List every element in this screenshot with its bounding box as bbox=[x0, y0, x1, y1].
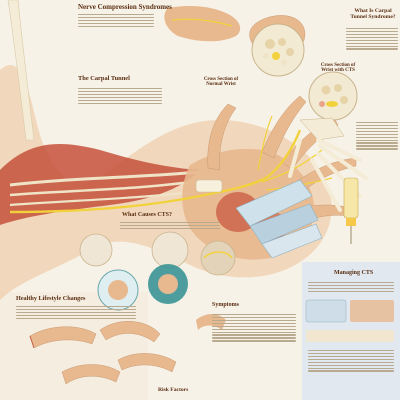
carpal-tunnel-text bbox=[78, 86, 162, 106]
nerve-compression-text bbox=[78, 12, 154, 29]
healthy-lifestyle-text bbox=[16, 304, 136, 321]
heading-cross-section-cts: Cross Section of Wrist with CTS bbox=[320, 63, 356, 74]
cts-description-text bbox=[356, 120, 398, 151]
what-is-cts-text bbox=[346, 26, 398, 51]
heading-cross-section-normal: Cross Section of Normal Wrist bbox=[203, 77, 239, 88]
heading-symptoms: Symptoms bbox=[212, 302, 240, 308]
heading-healthy-lifestyle: Healthy Lifestyle Changes bbox=[16, 295, 86, 302]
symptoms-text bbox=[212, 312, 296, 343]
what-causes-text bbox=[120, 220, 220, 231]
heading-what-is-cts: What Is Carpal Tunnel Syndrome? bbox=[350, 8, 396, 20]
what-causes-illustrations bbox=[79, 231, 236, 311]
cross-section-cts bbox=[308, 71, 358, 121]
humerus-bone bbox=[7, 0, 35, 141]
nerve-compression-illustration bbox=[164, 6, 241, 42]
injection-illustration bbox=[343, 177, 359, 244]
median-nerve bbox=[9, 129, 302, 214]
heading-managing-cts: Managing CTS bbox=[334, 270, 374, 276]
transverse-carpal-ligament bbox=[195, 179, 223, 193]
skeletal-hand bbox=[288, 117, 368, 212]
managing-cts-text-lower bbox=[308, 348, 394, 373]
heading-carpal-tunnel: The Carpal Tunnel bbox=[78, 75, 130, 82]
heading-nerve-compression: Nerve Compression Syndromes bbox=[78, 3, 172, 11]
heading-what-causes: What Causes CTS? bbox=[122, 212, 173, 218]
heading-risk-factors: Risk Factors bbox=[158, 387, 189, 393]
cross-section-normal bbox=[251, 23, 305, 77]
wrist-splint-illustration bbox=[235, 179, 323, 259]
managing-cts-illustrations bbox=[305, 299, 394, 342]
forearm-muscle bbox=[0, 144, 200, 225]
healthy-lifestyle-illustrations bbox=[29, 321, 177, 385]
managing-cts-text bbox=[308, 280, 394, 294]
